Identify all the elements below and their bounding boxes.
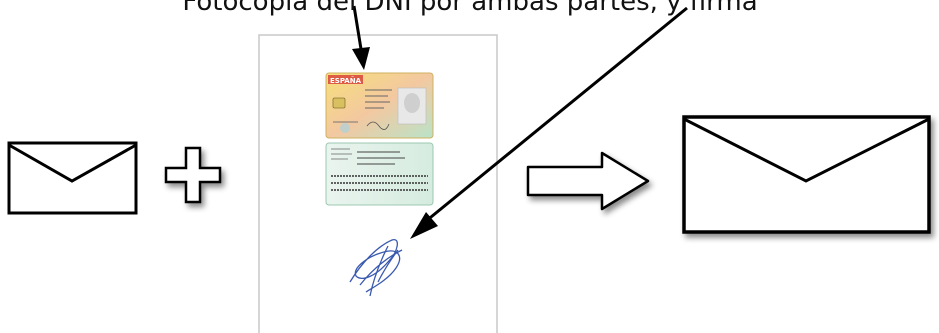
small-envelope-icon	[9, 143, 136, 213]
large-envelope-icon	[684, 117, 929, 232]
block-arrow-icon	[528, 153, 648, 209]
id-card-back	[326, 143, 433, 205]
plus-icon	[166, 148, 220, 202]
id-card-front: ESPAÑA	[326, 73, 433, 138]
id-card-country-text: ESPAÑA	[330, 76, 362, 85]
caption-text: Fotocopia del DNI por ambas partes, y fi…	[150, 0, 790, 17]
chip-icon	[333, 98, 345, 108]
